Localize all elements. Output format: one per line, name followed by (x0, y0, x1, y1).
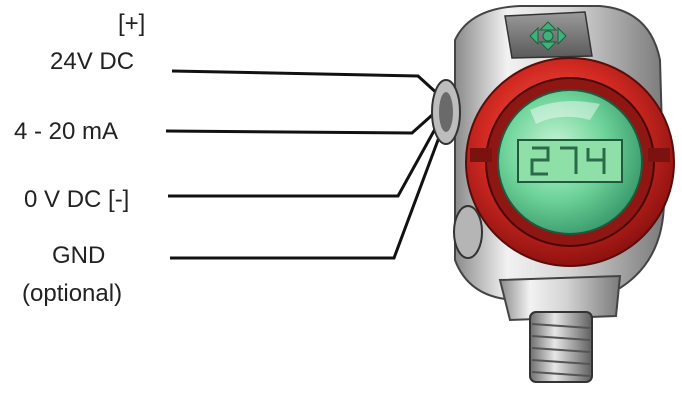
process-thread (529, 311, 593, 383)
label-4-20ma: 4 - 20 mA (14, 118, 119, 145)
label-optional: (optional) (22, 280, 123, 307)
wire-4-20ma (165, 106, 441, 135)
wire-24v (171, 69, 442, 98)
lower-conduit (453, 205, 483, 259)
label-24v-dc: 24V DC (50, 48, 135, 75)
housing-neck (498, 274, 622, 322)
label-plus: [+] (118, 10, 146, 37)
wire-group (165, 69, 443, 260)
label-gnd: GND (52, 242, 106, 269)
keypad-arrows-icon (529, 21, 567, 51)
label-0v-dc: 0 V DC [-] (24, 186, 130, 213)
wire-0v (168, 119, 442, 198)
pressure-transmitter-icon (431, 5, 675, 383)
wire-gnd (170, 131, 443, 260)
